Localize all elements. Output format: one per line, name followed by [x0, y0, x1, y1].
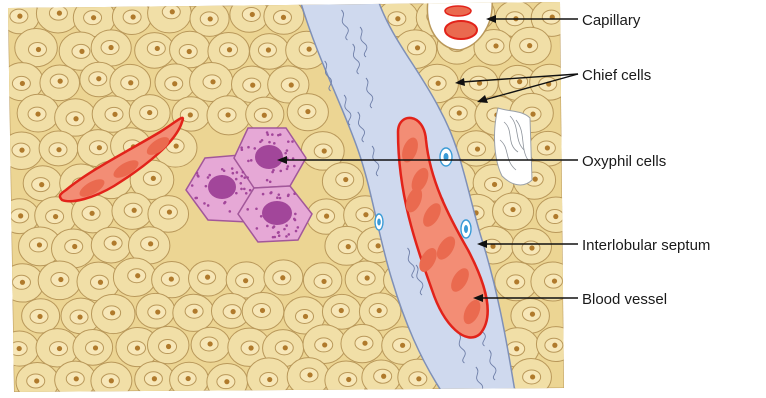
chief-cell-icon	[135, 362, 174, 397]
chief-cell-icon	[536, 197, 575, 233]
chief-cell-icon	[91, 294, 135, 333]
chief-cell-icon	[16, 363, 59, 398]
chief-cell-icon	[536, 327, 575, 362]
chief-cell-icon	[341, 324, 384, 362]
chief-cell-icon	[39, 131, 78, 166]
chief-cell-icon	[113, 258, 156, 296]
chief-cell-icon	[38, 261, 81, 300]
label-capillary: Capillary	[582, 12, 641, 29]
label-blood-vessel: Blood vessel	[582, 291, 667, 308]
chief-cell-icon	[303, 263, 341, 298]
chief-cell-icon	[91, 30, 131, 66]
red-blood-cell-icon	[445, 21, 477, 39]
chief-cell-icon	[92, 96, 133, 132]
chief-cell-icon	[91, 362, 132, 398]
chief-cell-icon	[173, 294, 214, 331]
chief-cell-icon	[1, 132, 43, 169]
chief-cell-icon	[129, 95, 170, 132]
chief-cell-icon	[264, 260, 303, 295]
septum-nucleus-icon	[440, 148, 452, 166]
chief-cell-icon	[22, 299, 60, 333]
chief-cell-icon	[112, 193, 153, 230]
chief-cell-icon	[457, 131, 496, 166]
chief-cell-icon	[264, 0, 304, 34]
chief-cell-icon	[492, 193, 533, 230]
chief-cell-icon	[91, 227, 131, 263]
chief-cell-icon	[136, 293, 175, 328]
chief-cell-icon	[170, 362, 209, 397]
chief-cell-icon	[287, 94, 328, 131]
chief-cell-icon	[207, 363, 248, 398]
chief-cell-icon	[230, 0, 269, 32]
chief-cell-icon	[170, 31, 211, 68]
chief-cell-icon	[152, 262, 192, 298]
chief-cell-icon	[147, 326, 188, 363]
chief-cell-icon	[325, 361, 367, 398]
label-oxyphil-cells: Oxyphil cells	[582, 153, 666, 170]
chief-cell-icon	[247, 358, 291, 398]
chief-cell-icon	[322, 163, 363, 200]
chief-cell-icon	[362, 360, 401, 395]
chief-cell-icon	[17, 94, 59, 132]
label-chief-cells: Chief cells	[582, 67, 651, 84]
chief-cell-icon	[73, 330, 113, 366]
chief-cell-icon	[190, 1, 229, 36]
chief-cell-icon	[246, 97, 284, 131]
chief-cell-icon	[242, 292, 284, 330]
chief-cell-icon	[0, 331, 39, 366]
tissue-section	[0, 0, 576, 398]
chief-cell-icon	[511, 359, 552, 396]
chief-cell-icon	[345, 261, 386, 298]
chief-cell-icon	[250, 34, 290, 70]
chief-cell-icon	[1, 264, 44, 302]
chief-cell-icon	[23, 166, 62, 201]
chief-cell-icon	[509, 27, 551, 65]
chief-cell-icon	[512, 229, 551, 265]
chief-cell-icon	[55, 361, 96, 398]
chief-cell-icon	[207, 96, 250, 135]
chief-cell-icon	[135, 33, 175, 69]
chief-cell-icon	[460, 66, 498, 100]
chief-cell-icon	[189, 261, 228, 296]
chief-cell-icon	[531, 262, 574, 301]
septum-nucleus-icon	[375, 214, 383, 230]
chief-cell-icon	[191, 327, 230, 362]
red-blood-cell-icon	[445, 6, 471, 16]
chief-cell-icon	[112, 0, 151, 35]
chief-cell-icon	[287, 358, 329, 396]
chief-cell-icon	[322, 294, 361, 329]
chief-cell-icon	[15, 28, 58, 66]
label-interlobular-septum: Interlobular septum	[582, 237, 710, 254]
septum-nucleus-icon	[461, 220, 471, 238]
